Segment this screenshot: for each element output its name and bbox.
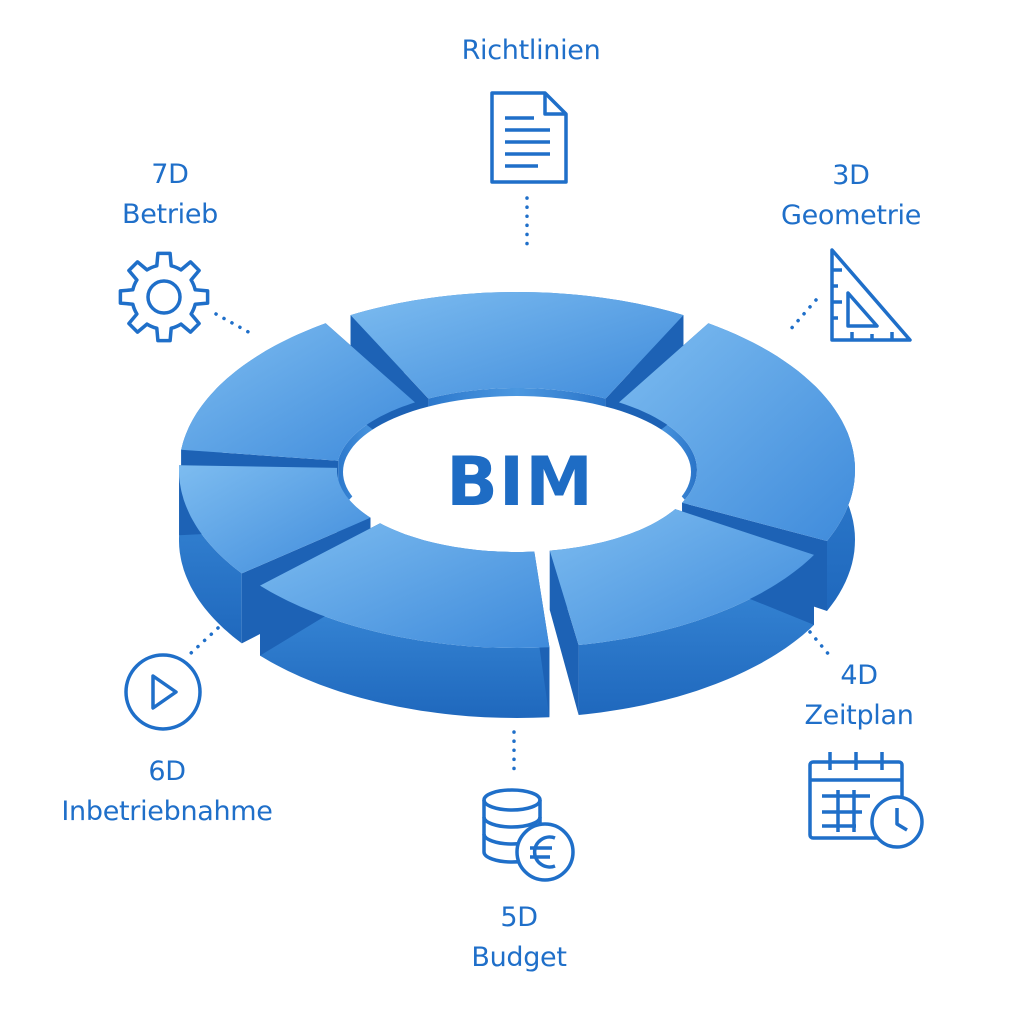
- coins-euro-icon: [482, 788, 575, 882]
- connector-lines: [188, 196, 832, 778]
- center-title: BIM: [446, 443, 594, 522]
- label-7d: 7D Betrieb: [122, 155, 218, 235]
- triangle-ruler-icon: [830, 248, 912, 342]
- label-7d-title: 7D: [151, 159, 189, 190]
- label-3d: 3D Geometrie: [781, 156, 921, 236]
- label-7d-subtitle: Betrieb: [122, 199, 218, 230]
- connector-3d: [788, 298, 818, 332]
- label-4d-subtitle: Zeitplan: [804, 700, 914, 731]
- ring-segments: [179, 292, 855, 718]
- document-icon: [490, 91, 568, 184]
- label-5d: 5D Budget: [471, 898, 567, 978]
- calendar-clock-icon: [808, 752, 924, 849]
- label-richtlinien-text: Richtlinien: [461, 35, 601, 66]
- gear-icon: [118, 251, 210, 343]
- label-6d-title: 6D: [148, 756, 186, 787]
- label-6d: 6D Inbetriebnahme: [61, 752, 273, 832]
- label-5d-title: 5D: [500, 902, 538, 933]
- connector-4d: [808, 630, 832, 658]
- connector-6d: [188, 626, 220, 656]
- label-3d-subtitle: Geometrie: [780, 200, 922, 231]
- label-richtlinien: Richtlinien: [462, 31, 601, 71]
- label-4d: 4D Zeitplan: [804, 656, 913, 736]
- play-circle-icon: [124, 653, 202, 731]
- ring-segment-4d: [549, 509, 814, 715]
- ring-segment-5d: [260, 523, 550, 718]
- ring-center-hole: [343, 396, 691, 548]
- segment-icons: [118, 91, 924, 882]
- connector-7d: [214, 312, 254, 336]
- label-4d-title: 4D: [840, 660, 878, 691]
- label-5d-subtitle: Budget: [471, 942, 567, 973]
- label-6d-subtitle: Inbetriebnahme: [61, 796, 273, 827]
- label-3d-title: 3D: [832, 160, 870, 191]
